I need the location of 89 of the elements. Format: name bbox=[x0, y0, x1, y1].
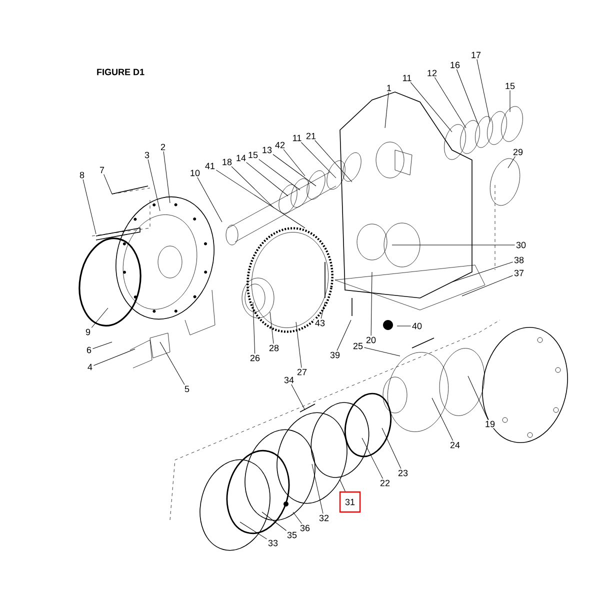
leader-line bbox=[370, 272, 372, 336]
leader-line bbox=[252, 302, 256, 354]
callout-number: 1 bbox=[386, 84, 392, 92]
leader-line bbox=[410, 82, 452, 132]
callout-number: 2 bbox=[160, 142, 166, 152]
leader-line bbox=[336, 320, 352, 351]
callout-number: 6 bbox=[86, 346, 92, 354]
leader-line bbox=[292, 512, 302, 524]
leader-line bbox=[362, 438, 384, 479]
leader-line bbox=[246, 162, 288, 196]
leader-line bbox=[296, 322, 302, 368]
leader-line bbox=[382, 428, 402, 469]
leader-line bbox=[262, 512, 287, 531]
leader-line bbox=[340, 480, 346, 492]
callout-number: 16 bbox=[449, 60, 461, 70]
leader-line bbox=[384, 92, 389, 128]
leader-line bbox=[508, 156, 516, 168]
callout-number: 12 bbox=[426, 68, 438, 78]
callout-number: 11 bbox=[291, 134, 303, 142]
leader-line bbox=[231, 166, 274, 208]
callout-number: 19 bbox=[484, 420, 496, 428]
callout-number: 7 bbox=[98, 166, 106, 174]
leader-line bbox=[92, 342, 112, 349]
leader-line bbox=[320, 302, 326, 319]
leader-line bbox=[434, 77, 466, 128]
callout-number: 10 bbox=[189, 168, 201, 178]
leader-line bbox=[93, 348, 136, 366]
leader-line bbox=[468, 376, 488, 420]
callout-number: 33 bbox=[267, 538, 279, 548]
callout-number: 15 bbox=[504, 82, 516, 90]
callout-number: 30 bbox=[515, 240, 527, 250]
callout-number: 4 bbox=[86, 362, 94, 372]
callout-number: 31 bbox=[339, 491, 361, 513]
leader-line bbox=[240, 522, 268, 540]
callout-number: 11 bbox=[401, 74, 413, 82]
leader-line bbox=[452, 262, 514, 282]
leader-line bbox=[300, 142, 336, 178]
callout-number: 14 bbox=[235, 154, 247, 162]
callout-number: 18 bbox=[221, 158, 233, 166]
callout-number: 34 bbox=[283, 376, 295, 384]
callout-number: 15 bbox=[247, 150, 259, 160]
callout-number: 24 bbox=[449, 440, 461, 450]
leader-line bbox=[432, 398, 454, 441]
callout-number: 28 bbox=[268, 344, 280, 352]
callout-number: 17 bbox=[470, 50, 482, 60]
leader-line bbox=[163, 151, 170, 204]
callout-number: 9 bbox=[84, 328, 92, 336]
callout-number: 38 bbox=[513, 256, 525, 264]
leader-line bbox=[364, 347, 400, 356]
leader-line bbox=[197, 177, 222, 222]
callout-number: 13 bbox=[261, 146, 273, 154]
leader-line bbox=[160, 342, 185, 385]
leader-line bbox=[476, 59, 490, 122]
callout-number: 35 bbox=[286, 530, 298, 540]
callout-number: 36 bbox=[299, 524, 311, 532]
callout-number: 29 bbox=[512, 148, 524, 156]
callout-number: 39 bbox=[329, 350, 341, 360]
callout-number: 26 bbox=[249, 354, 261, 362]
leader-line bbox=[272, 154, 316, 186]
leader-line bbox=[270, 312, 274, 344]
leader-line bbox=[104, 174, 112, 194]
leader-line bbox=[456, 69, 478, 124]
callout-number: 3 bbox=[144, 150, 150, 160]
callout-number: 25 bbox=[352, 342, 364, 350]
callout-number: 23 bbox=[397, 468, 409, 478]
leader-line bbox=[91, 308, 108, 328]
leader-line bbox=[462, 275, 514, 296]
leader-line bbox=[216, 170, 306, 228]
leader-line bbox=[291, 384, 306, 410]
callout-number: 20 bbox=[365, 336, 377, 344]
leader-line bbox=[258, 159, 300, 190]
callout-number: 27 bbox=[296, 368, 308, 376]
callout-number: 32 bbox=[318, 514, 330, 522]
leader-line bbox=[312, 464, 324, 514]
callout-number: 41 bbox=[204, 162, 216, 170]
callout-number: 37 bbox=[513, 268, 525, 278]
callout-number: 5 bbox=[184, 384, 190, 394]
callout-number: 42 bbox=[274, 140, 286, 150]
callout-number: 21 bbox=[305, 132, 317, 140]
leader-line bbox=[392, 244, 516, 246]
figure-title: FIGURE D1 bbox=[97, 68, 144, 76]
leader-line bbox=[82, 179, 96, 234]
leader-line bbox=[148, 159, 160, 212]
leader-line bbox=[314, 140, 352, 182]
leader-line bbox=[283, 149, 306, 176]
callout-number: 8 bbox=[78, 170, 86, 180]
callout-number: 43 bbox=[314, 318, 326, 328]
callout-number: 40 bbox=[411, 322, 423, 330]
callout-number: 22 bbox=[379, 478, 391, 488]
